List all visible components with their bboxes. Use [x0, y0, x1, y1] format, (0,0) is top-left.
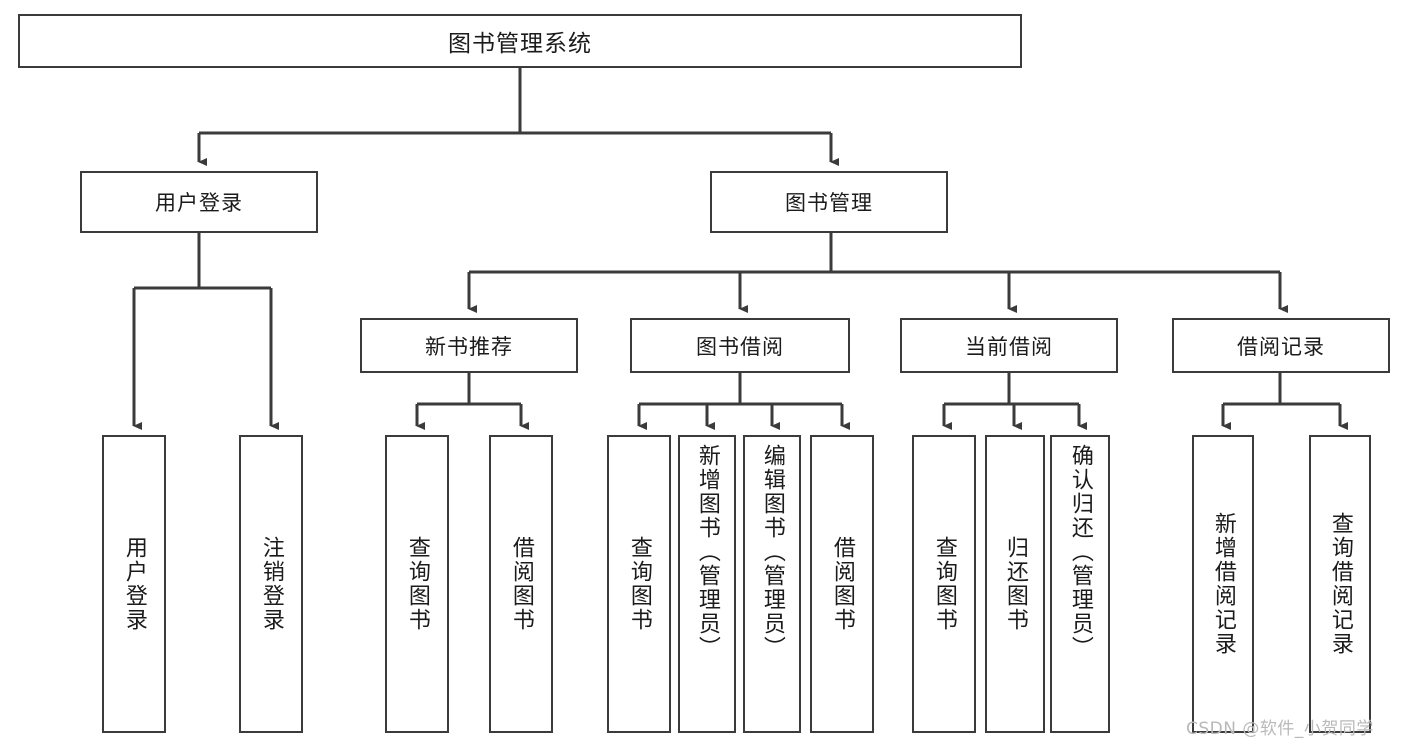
- leaf-book-borrow-borrow[interactable]: 借阅图书: [810, 435, 874, 733]
- leaf-current-borrow-query[interactable]: 查询图书: [912, 435, 976, 733]
- node-label: 当前借阅: [965, 334, 1053, 359]
- leaf-current-borrow-return[interactable]: 归还图书: [985, 435, 1045, 733]
- leaf-borrow-record-query[interactable]: 查询借阅记录: [1309, 435, 1371, 733]
- leaf-borrow-record-add[interactable]: 新增借阅记录: [1192, 435, 1254, 733]
- node-label: 查询借阅记录: [1327, 512, 1353, 656]
- node-label: 注销登录: [258, 536, 284, 632]
- node-label: 新增图书（管理员）: [694, 444, 720, 660]
- leaf-new-book-borrow[interactable]: 借阅图书: [489, 435, 553, 733]
- node-label: 用户登录: [155, 191, 243, 215]
- node-new-book-recommend[interactable]: 新书推荐: [360, 318, 578, 373]
- node-label: 借阅图书: [829, 536, 855, 632]
- node-book-borrow[interactable]: 图书借阅: [630, 318, 850, 373]
- node-label: 用户登录: [121, 536, 147, 632]
- leaf-book-borrow-edit[interactable]: 编辑图书（管理员）: [743, 435, 801, 733]
- node-label: 借阅记录: [1237, 334, 1325, 359]
- node-label: 查询图书: [626, 536, 652, 632]
- node-label: 查询图书: [931, 536, 957, 632]
- node-user-login[interactable]: 用户登录: [80, 171, 318, 233]
- node-label: 图书借阅: [696, 334, 784, 359]
- node-label: 借阅图书: [508, 536, 534, 632]
- node-borrow-record[interactable]: 借阅记录: [1172, 318, 1390, 373]
- node-root-system[interactable]: 图书管理系统: [18, 14, 1022, 68]
- node-label: 图书管理系统: [448, 31, 592, 57]
- node-label: 新书推荐: [425, 334, 513, 359]
- node-label: 归还图书: [1002, 536, 1028, 632]
- csdn-watermark: CSDN @软件_小贺同学: [1186, 719, 1374, 739]
- node-label: 新增借阅记录: [1210, 512, 1236, 656]
- node-label: 确认归还（管理员）: [1067, 444, 1093, 660]
- node-label: 查询图书: [404, 536, 430, 632]
- node-current-borrow[interactable]: 当前借阅: [900, 318, 1118, 373]
- leaf-new-book-query[interactable]: 查询图书: [385, 435, 449, 733]
- leaf-book-borrow-add[interactable]: 新增图书（管理员）: [678, 435, 736, 733]
- node-book-management[interactable]: 图书管理: [710, 171, 948, 233]
- leaf-book-borrow-query[interactable]: 查询图书: [607, 435, 671, 733]
- leaf-user-login-login[interactable]: 用户登录: [102, 435, 166, 733]
- node-label: 编辑图书（管理员）: [759, 444, 785, 660]
- leaf-current-borrow-confirm-return[interactable]: 确认归还（管理员）: [1050, 435, 1110, 733]
- leaf-user-login-logout[interactable]: 注销登录: [239, 435, 303, 733]
- node-label: 图书管理: [785, 191, 873, 215]
